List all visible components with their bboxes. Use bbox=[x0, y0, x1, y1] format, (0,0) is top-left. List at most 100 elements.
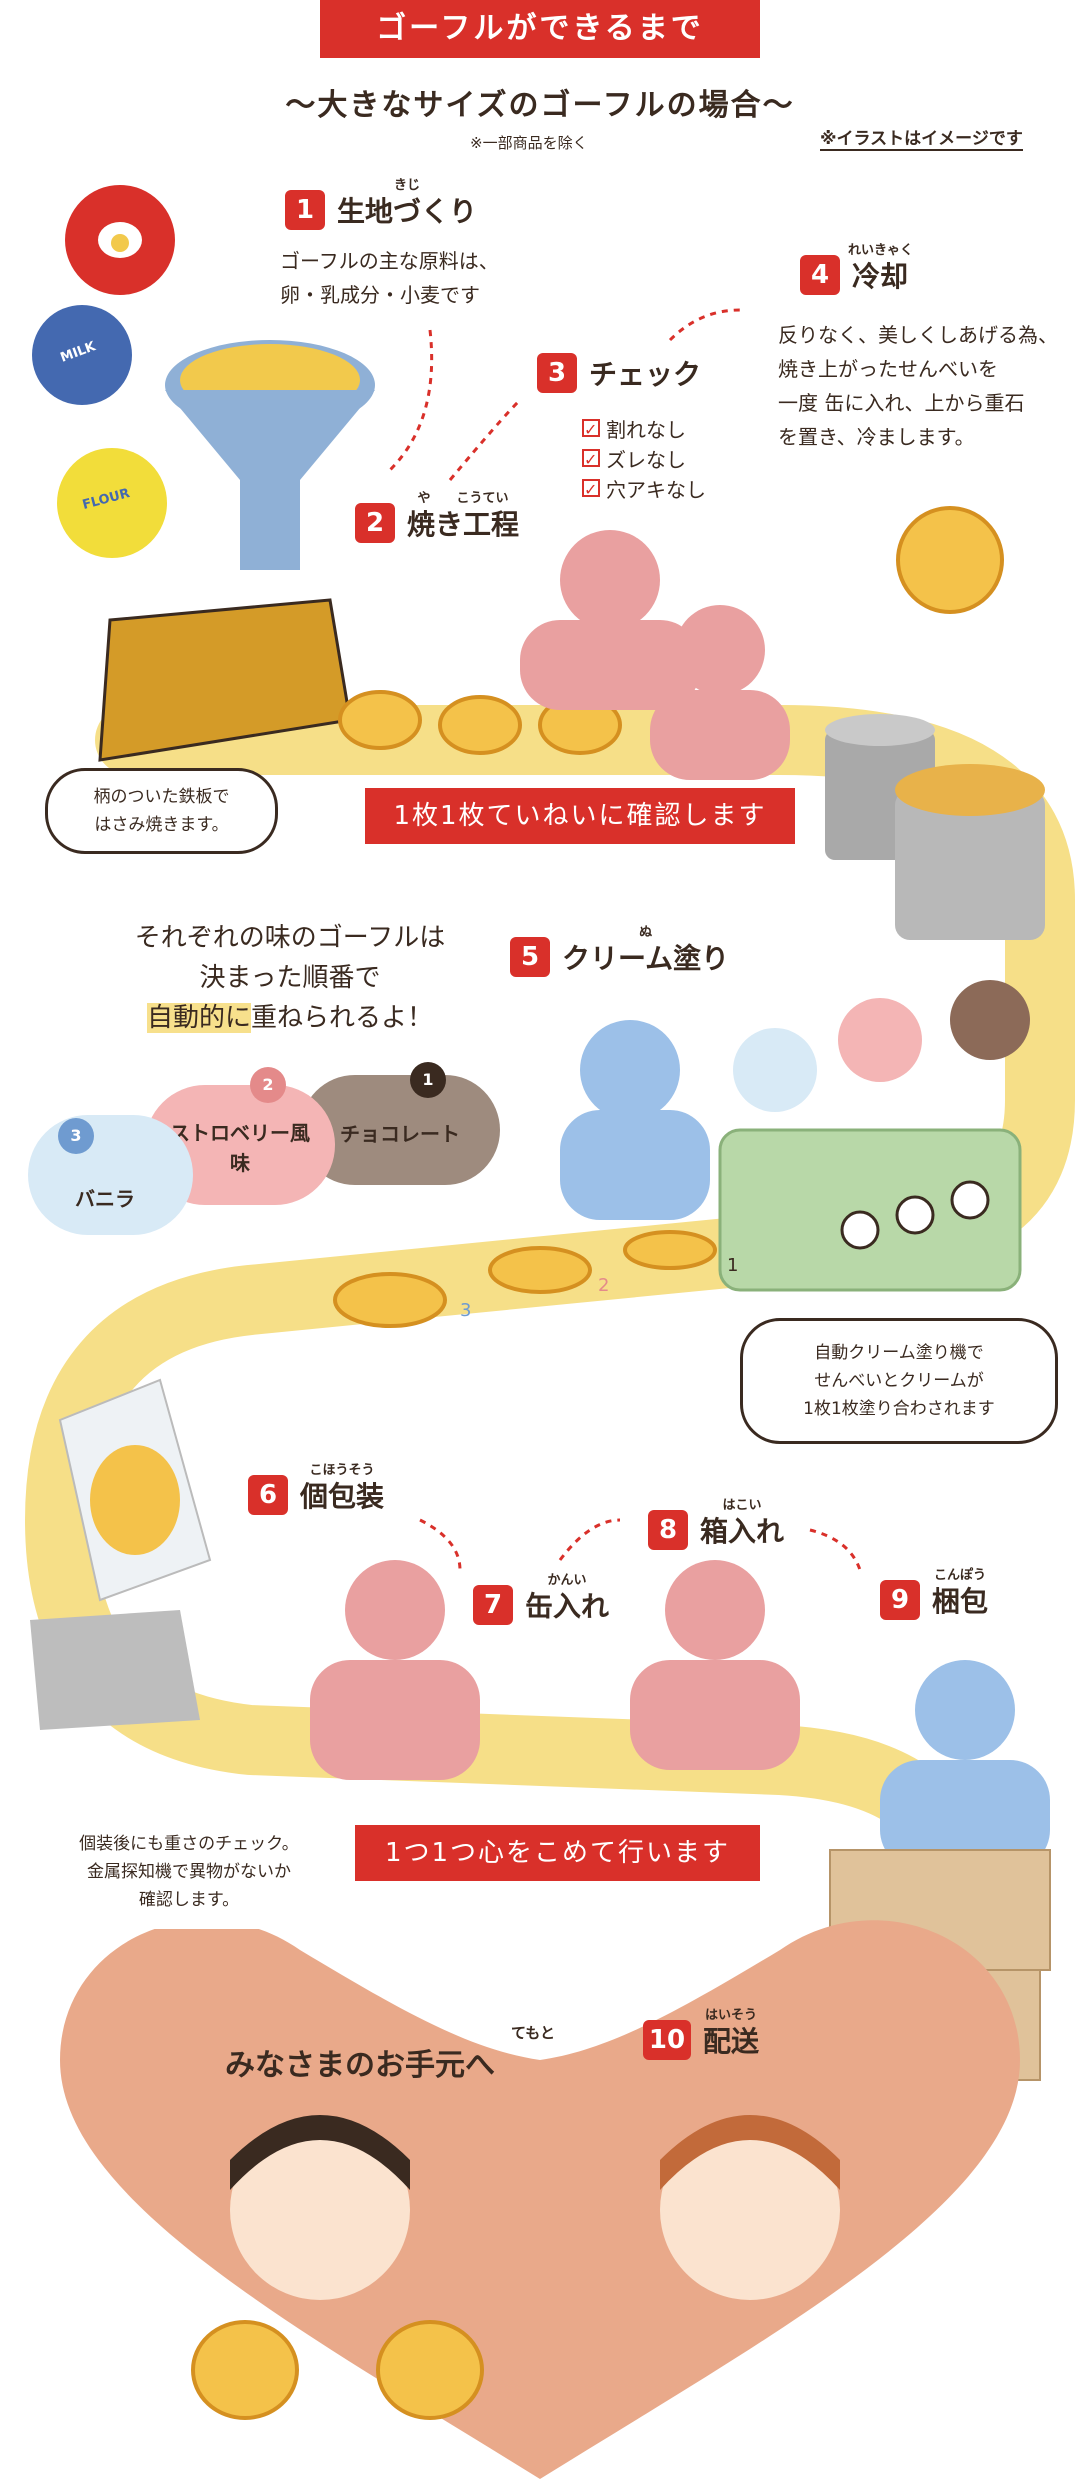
checkbox-icon bbox=[582, 475, 600, 505]
step-4-ruby: れいきゃく bbox=[848, 243, 914, 258]
step-9-ruby: こんぽう bbox=[934, 1568, 987, 1583]
flavor-intro: それぞれの味のゴーフルは 決まった順番で 自動的に重ねられるよ！ bbox=[134, 923, 446, 1033]
step-5: 5 ぬクリーム塗り bbox=[507, 925, 754, 981]
heart-shape bbox=[60, 1920, 1020, 2479]
iron-plate-bubble: 柄のついた鉄板ではさみ焼きます。 bbox=[45, 768, 278, 854]
step-9-label: こんぽう梱包 bbox=[877, 1568, 1013, 1624]
step-1-desc-line: 卵・乳成分・小麦です bbox=[280, 283, 480, 307]
milk-icon bbox=[32, 305, 132, 405]
step-4-desc-line: 一度 缶に入れ、上から重石 bbox=[778, 391, 1025, 415]
arrow-7-8 bbox=[558, 1518, 621, 1561]
step-9-number: 9 bbox=[880, 1580, 920, 1620]
step-10-label: はいそう配送 bbox=[648, 2008, 784, 2064]
step-3-label: チェック bbox=[534, 353, 726, 397]
step-4-label: れいきゃく冷却 bbox=[797, 243, 933, 299]
step-5-ruby: ぬ bbox=[639, 925, 653, 940]
wrapped-waffle bbox=[58, 1378, 212, 1602]
step-9: 9 こんぽう梱包 bbox=[877, 1568, 1013, 1624]
funnel-illustration bbox=[165, 340, 375, 570]
arrow-8-9 bbox=[809, 1528, 862, 1571]
stack-number: 2 bbox=[598, 1275, 610, 1296]
step-5-label: ぬクリーム塗り bbox=[507, 925, 754, 981]
care-banner: 1つ1つ心をこめて行います bbox=[355, 1825, 760, 1881]
step-7-label: かんい缶入れ bbox=[470, 1573, 634, 1629]
worker-step6 bbox=[310, 1560, 480, 1780]
flavor-name: バニラ bbox=[75, 1187, 135, 1211]
step-1-desc-line: ゴーフルの主な原料は、 bbox=[280, 249, 499, 273]
final-message-ruby: てもと bbox=[511, 2024, 555, 2042]
step-8: 8 はこい箱入れ bbox=[645, 1498, 809, 1554]
step-10-number: 10 bbox=[643, 2020, 691, 2060]
arrow-2-3 bbox=[448, 398, 522, 481]
check-list: 割れなし ズレなし 穴アキなし bbox=[582, 415, 706, 505]
waffle-child-right bbox=[376, 2320, 484, 2420]
step-8-ruby: はこい bbox=[722, 1498, 762, 1513]
check-banner: 1枚1枚ていねいに確認します bbox=[365, 788, 795, 844]
step-4-description: 反りなく、美しくしあげる為、 焼き上がったせんべいを 一度 缶に入れ、上から重石… bbox=[778, 318, 1058, 454]
step-10-ruby: はいそう bbox=[705, 2008, 758, 2023]
weight-check-bubble: 個装後にも重さのチェック。金属探知機で異物がないか確認します。 bbox=[30, 1815, 348, 1929]
step-2-number: 2 bbox=[355, 503, 395, 543]
checkbox-icon bbox=[582, 445, 600, 475]
waffle-child-left bbox=[191, 2320, 299, 2420]
step-7: 7 かんい缶入れ bbox=[470, 1573, 634, 1629]
arrow-6-7 bbox=[419, 1518, 462, 1571]
page-subtitle: 〜大きなサイズのゴーフルの場合〜 bbox=[285, 88, 795, 123]
step-4-desc-line: を置き、冷まします。 bbox=[778, 425, 975, 449]
step-6: 6 こほうそう個包装 bbox=[245, 1463, 409, 1519]
child-right bbox=[660, 2115, 840, 2300]
child-left bbox=[230, 2115, 410, 2300]
cooling-cans bbox=[825, 714, 1045, 940]
final-message: てもと みなさまのお手元へ bbox=[225, 2024, 555, 2083]
step-10: 10 はいそう配送 bbox=[643, 2008, 784, 2064]
step-6-label: こほうそう個包装 bbox=[245, 1463, 409, 1519]
cream-machine bbox=[718, 980, 1030, 1292]
flavor-number: 1 bbox=[410, 1062, 446, 1098]
step-2: 2 や こうてい焼き工程 bbox=[352, 491, 544, 547]
step-7-number: 7 bbox=[473, 1585, 513, 1625]
step-4-desc-line: 焼き上がったせんべいを bbox=[778, 357, 998, 381]
waffle-1 bbox=[338, 690, 422, 750]
step-1-number: 1 bbox=[285, 190, 325, 230]
step-4-desc-line: 反りなく、美しくしあげる為、 bbox=[778, 323, 1058, 347]
check-item: 割れなし bbox=[582, 415, 706, 445]
step-6-ruby: こほうそう bbox=[309, 1463, 375, 1478]
step-5-number: 5 bbox=[510, 937, 550, 977]
step-1-ruby: きじ bbox=[394, 178, 421, 193]
step-8-number: 8 bbox=[648, 1510, 688, 1550]
dancing-waffle bbox=[896, 506, 1004, 614]
stack-vanilla bbox=[333, 1272, 447, 1328]
illustration-note: ※イラストはイメージです bbox=[820, 124, 1023, 151]
step-2-ruby: や こうてい bbox=[417, 491, 509, 506]
step-2-label: や こうてい焼き工程 bbox=[352, 491, 544, 547]
flavor-bubble-vanilla bbox=[28, 1115, 193, 1235]
exclusion-note: ※一部商品を除く bbox=[470, 134, 588, 152]
metal-detector bbox=[30, 1610, 200, 1730]
page-title: ゴーフルができるまで bbox=[320, 0, 760, 58]
flavor-name: ストロベリー風味 bbox=[170, 1121, 310, 1175]
worker-step9 bbox=[880, 1660, 1050, 1870]
step-1: 1 きじ生地づくり bbox=[282, 178, 502, 234]
step-3-number: 3 bbox=[537, 353, 577, 393]
stack-number: 1 bbox=[727, 1255, 739, 1276]
arrow-1-2 bbox=[388, 329, 434, 472]
worker-step2 bbox=[520, 530, 700, 710]
step-4-number: 4 bbox=[800, 255, 840, 295]
step-8-label: はこい箱入れ bbox=[645, 1498, 809, 1554]
flavor-number: 2 bbox=[250, 1067, 286, 1103]
stack-chocolate bbox=[623, 1230, 717, 1270]
stack-number: 3 bbox=[460, 1300, 472, 1321]
arrow-3-4 bbox=[668, 308, 741, 342]
check-item: ズレなし bbox=[582, 445, 706, 475]
step-1-label: きじ生地づくり bbox=[282, 178, 502, 234]
flavor-number: 3 bbox=[58, 1118, 94, 1154]
step-1-description: ゴーフルの主な原料は、 卵・乳成分・小麦です bbox=[280, 244, 499, 312]
step-4: 4 れいきゃく冷却 bbox=[797, 243, 933, 299]
step-3: 3 チェック bbox=[534, 353, 726, 397]
waffle-2 bbox=[438, 695, 522, 755]
step-7-ruby: かんい bbox=[547, 1573, 587, 1588]
worker-step3 bbox=[650, 605, 790, 780]
worker-step8 bbox=[630, 1560, 800, 1770]
